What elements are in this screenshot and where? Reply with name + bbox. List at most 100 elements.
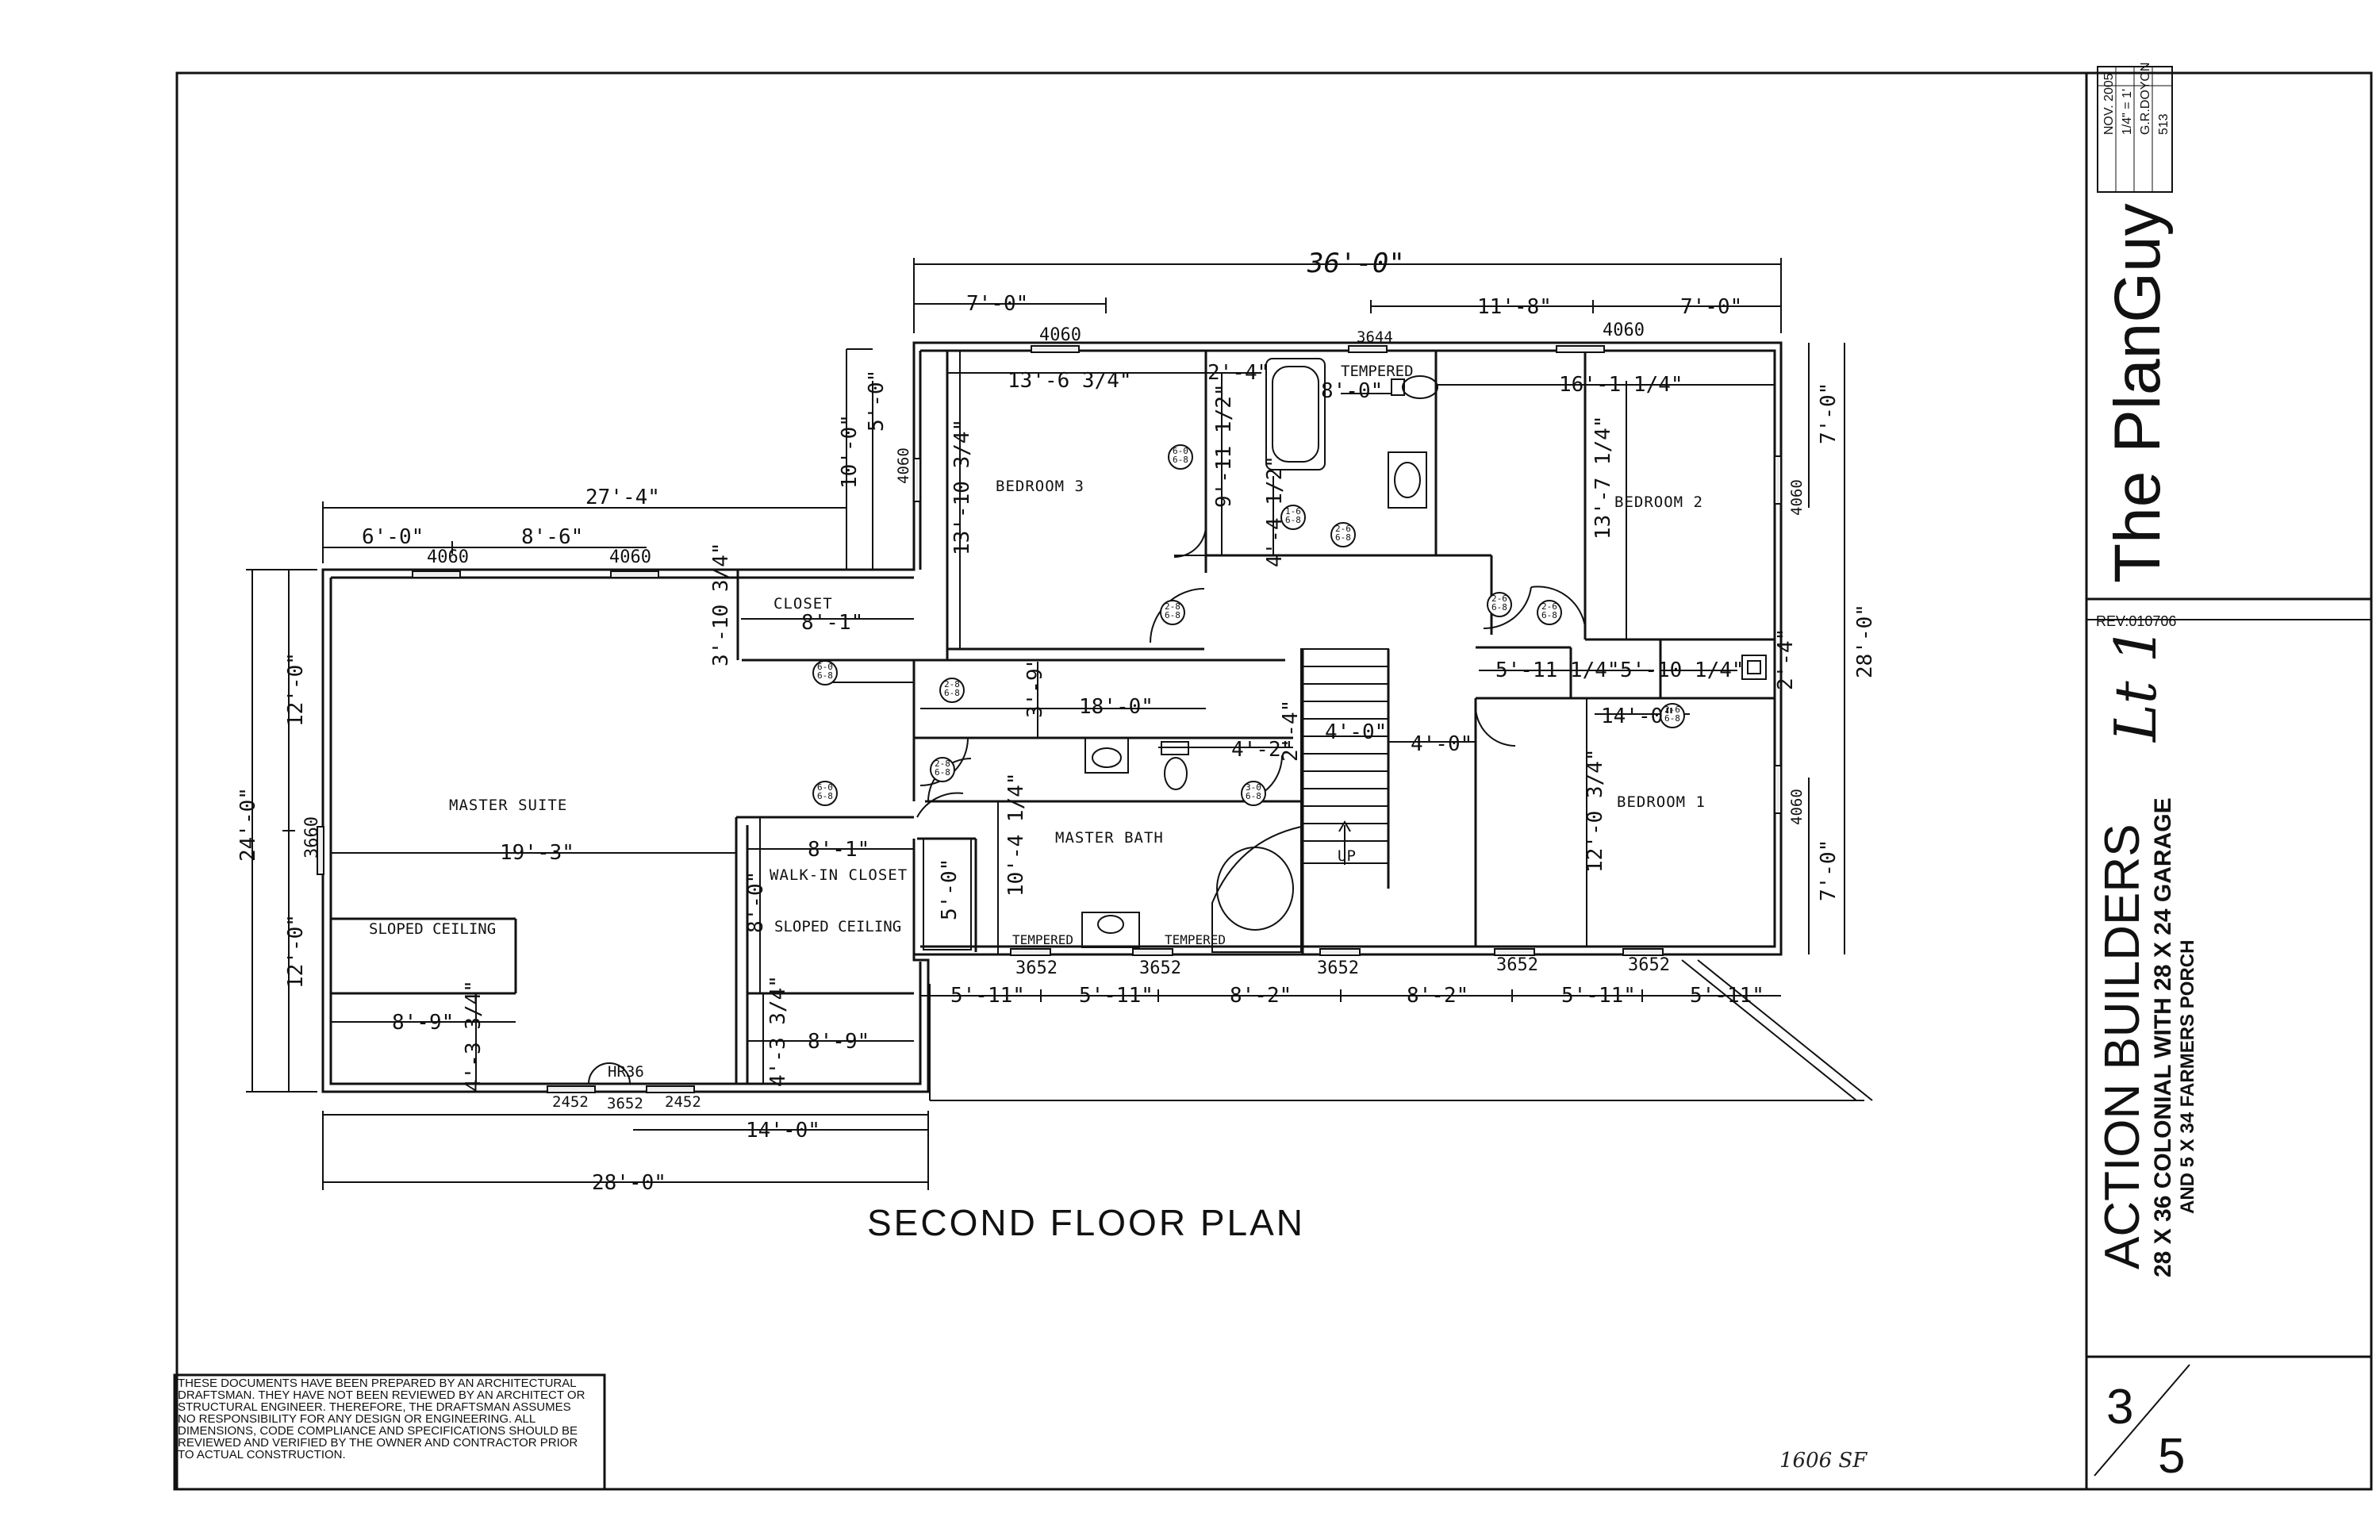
room-bedroom-2: BEDROOM 2 — [1614, 493, 1703, 511]
dim-hall-3-9: 3'-9" — [1023, 655, 1047, 718]
dim-bot-5-11-a: 5'-11" — [950, 984, 1025, 1008]
dim-ms-19-3: 19'-3" — [500, 841, 574, 865]
dim-wic-8-9: 8'-9" — [808, 1030, 870, 1054]
dim-top-7-right: 7'-0" — [1680, 295, 1743, 319]
dim-left-6-0: 6'-0" — [362, 525, 424, 549]
note-tempered-top: TEMPERED — [1341, 363, 1414, 380]
door-tag-linen: 1-6 6-8 — [1285, 506, 1301, 525]
title-block-date: NOV. 2005 — [2102, 73, 2116, 135]
window-3652-e: 3652 — [1628, 955, 1670, 975]
dim-ms-8-9: 8'-9" — [392, 1011, 455, 1035]
window-4060-a: 4060 — [1039, 325, 1081, 345]
title-block-description-1: 28 X 36 COLONIAL WITH 28 X 24 GARAGE — [2150, 797, 2176, 1277]
plan-title: SECOND FLOOR PLAN — [867, 1202, 1305, 1243]
window-3652-a: 3652 — [1015, 958, 1058, 978]
door-swings — [916, 524, 1586, 818]
dim-ms-4-3: 4'-3 3/4" — [462, 980, 486, 1092]
dim-bath-8-0: 8'-0" — [1321, 379, 1384, 403]
title-block-description-2: AND 5 X 34 FARMERS PORCH — [2177, 939, 2198, 1214]
door-tag-bedroom-2-b: 2-6 6-8 — [1541, 601, 1557, 620]
dim-bot-5-11-d: 5'-11" — [1690, 984, 1764, 1008]
sheet-border — [175, 71, 2373, 1491]
dim-wic-8-0: 8'-0" — [744, 870, 768, 933]
window-2452-b: 2452 — [665, 1093, 701, 1111]
dim-hall-9-11: 9'-11 1/2" — [1212, 383, 1236, 508]
title-block-info-box — [2097, 66, 2173, 193]
room-master-suite: MASTER SUITE — [449, 797, 568, 814]
bath-fixtures — [923, 358, 1767, 953]
room-closet: CLOSET — [774, 595, 833, 613]
title-block-brand: The PlanGuy — [2102, 203, 2174, 583]
dim-2-4-top: 2'-4" — [1207, 361, 1270, 385]
window-3660: 3660 — [302, 816, 322, 858]
dim-lin-4-4: 4'-4 1/2" — [1263, 455, 1287, 567]
dim-br3-width: 13'-6 3/4" — [1008, 369, 1132, 393]
title-block-job-number: 513 — [2157, 113, 2171, 135]
dim-stair-4-0-a: 4'-0" — [1325, 720, 1388, 744]
area-note: 1606 SF — [1779, 1449, 1868, 1473]
dim-bot-14-0: 14'-0" — [746, 1119, 820, 1143]
door-tag-closet: 6-0 6-8 — [817, 662, 833, 681]
note-sloped-ceiling-1: SLOPED CEILING — [369, 920, 497, 938]
stair-up-label: UP — [1338, 847, 1356, 865]
dim-bot-28-0: 28'-0" — [592, 1171, 666, 1195]
dim-2-4-right: 2'-4" — [1774, 628, 1798, 690]
dim-br1-12-0: 12'-0 3/4" — [1583, 748, 1607, 873]
dim-br3-depth: 13'-10 3/4" — [950, 418, 974, 555]
door-tag-bedroom-2-a: 2-6 6-8 — [1491, 593, 1507, 613]
dim-mb-10-4: 10'-4 1/4" — [1004, 772, 1028, 897]
dim-left-27-4: 27'-4" — [585, 486, 660, 509]
dim-br2-width: 16'-1 1/4" — [1559, 373, 1683, 397]
window-4060-b: 4060 — [1603, 321, 1645, 340]
dim-left-12-0-bot: 12'-0" — [284, 914, 308, 989]
room-bedroom-1: BEDROOM 1 — [1617, 793, 1706, 811]
window-4060-right-2: 4060 — [1788, 789, 1806, 825]
dim-bot-8-2-a: 8'-2" — [1230, 984, 1292, 1008]
dim-top-11-8: 11'-8" — [1477, 295, 1552, 319]
room-master-bath: MASTER BATH — [1055, 829, 1164, 847]
door-tag-bedroom-3-door: 2-8 6-8 — [1165, 601, 1180, 620]
dim-closet-8-1: 8'-1" — [801, 611, 864, 635]
dim-br1-14-0: 14'-0" — [1601, 705, 1676, 728]
dim-v-10-0: 10'-0" — [838, 414, 862, 489]
dim-bot-8-2-b: 8'-2" — [1407, 984, 1469, 1008]
note-tempered-bath-1: TEMPERED — [1012, 932, 1074, 947]
title-block-lot: Lt 1 — [2102, 626, 2169, 742]
disclaimer-box — [173, 1373, 606, 1491]
dim-hall-5-11: 5'-11 1/4" — [1495, 659, 1620, 682]
door-tag-circles — [812, 444, 1685, 806]
window-4060-right-1: 4060 — [1788, 479, 1806, 516]
sheet-number: 3 — [2106, 1380, 2134, 1434]
dim-shower-5-0: 5'-0" — [938, 858, 962, 920]
door-tag-hall: 2-8 6-8 — [944, 679, 960, 698]
title-block-scale: 1/4" = 1' — [2121, 88, 2134, 135]
dim-wic-8-1: 8'-1" — [808, 838, 870, 862]
note-sloped-ceiling-2: SLOPED CEILING — [774, 918, 902, 935]
hr36-label: HR36 — [608, 1063, 644, 1081]
dim-v-5-0: 5'-0" — [865, 369, 889, 432]
window-marks — [317, 345, 1782, 1093]
title-block-revision: REV:010706 — [2096, 613, 2177, 629]
dim-hall-18-0: 18'-0" — [1079, 695, 1154, 719]
disclaimer-text: THESE DOCUMENTS HAVE BEEN PREPARED BY AN… — [178, 1377, 585, 1461]
sheet-number-slash — [2094, 1364, 2190, 1477]
window-2452-a: 2452 — [552, 1093, 589, 1111]
door-tag-walk-in: 6-0 6-8 — [817, 782, 833, 801]
dim-right-28-0: 28'-0" — [1853, 604, 1877, 678]
dim-bath-4-2: 4'-2" — [1231, 738, 1294, 762]
dim-left-12-0-top: 12'-0" — [284, 652, 308, 727]
title-block-drawn-by: G.R.DOYON — [2139, 62, 2152, 135]
sheet-total: 5 — [2158, 1429, 2186, 1484]
porch-outline — [929, 959, 1873, 1101]
interior-walls — [331, 351, 1775, 1084]
dim-bot-5-11-b: 5'-11" — [1079, 984, 1154, 1008]
dim-closet-3-10: 3'-10 3/4" — [709, 542, 733, 666]
dim-right-7-0-top: 7'-0" — [1817, 382, 1841, 444]
door-tag-bath: 2-6 6-8 — [1335, 524, 1351, 543]
room-walk-in-closet: WALK-IN CLOSET — [770, 866, 908, 884]
dim-left-24-0: 24'-0" — [236, 787, 260, 862]
window-3652-d: 3652 — [1496, 955, 1538, 975]
staircase — [1300, 648, 1389, 865]
title-block-client: ACTION BUILDERS — [2095, 824, 2150, 1269]
